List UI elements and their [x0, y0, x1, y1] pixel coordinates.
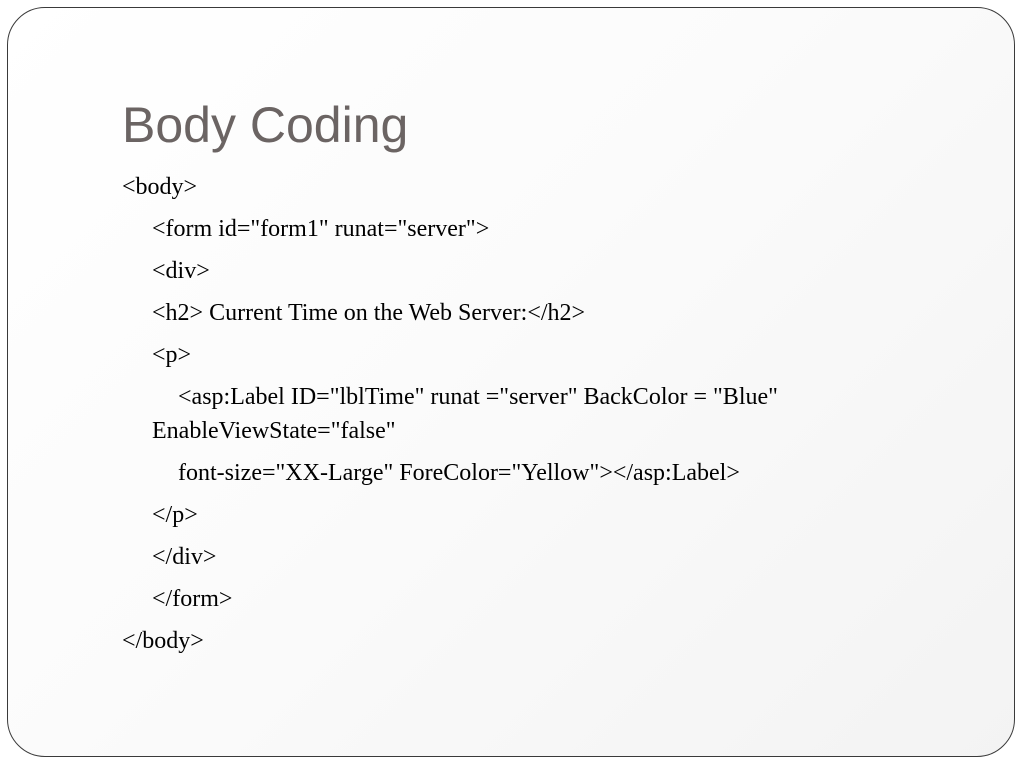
code-line-asp-label-end: font-size="XX-Large" ForeColor="Yellow">…: [178, 460, 740, 486]
code-line-body-open: <body>: [122, 174, 198, 200]
code-body: <body> <form id="form1" runat="server"> …: [122, 170, 922, 666]
code-line-form-open: <form id="form1" runat="server">: [152, 216, 490, 242]
code-line-asp-label-part1: <asp:Label ID="lblTime" runat ="server" …: [178, 384, 778, 410]
code-line-p-close: </p>: [152, 502, 198, 528]
code-line-form-close: </form>: [152, 586, 233, 612]
code-line-asp-label-part2: EnableViewState="false": [152, 418, 396, 444]
code-line-p-open: <p>: [152, 342, 192, 368]
slide: Body Coding <body> <form id="form1" runa…: [7, 7, 1015, 757]
code-line-div-open: <div>: [152, 258, 210, 284]
code-line-body-close: </body>: [122, 628, 204, 654]
code-line-h2: <h2> Current Time on the Web Server:</h2…: [152, 300, 586, 326]
code-line-div-close: </div>: [152, 544, 217, 570]
slide-title: Body Coding: [122, 97, 409, 153]
code-line-asp-label-start: <asp:Label ID="lblTime" runat ="server" …: [122, 380, 922, 448]
